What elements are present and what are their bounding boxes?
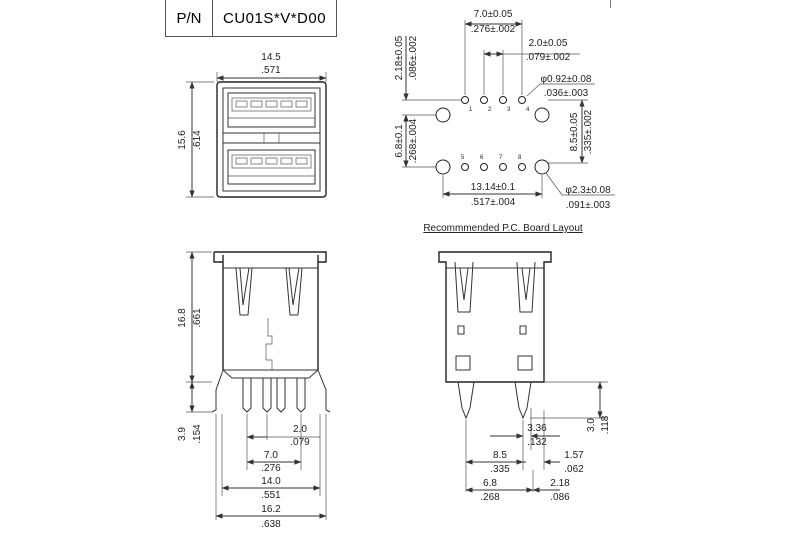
- pin-3: 3: [507, 107, 511, 113]
- right-d-in: .268: [480, 492, 500, 503]
- pcb-hole-layout: 7.0±0.05 .276±.002 2.0±0.05 .079±.002 2.…: [394, 9, 615, 211]
- right-e-mm: 2.18: [550, 478, 570, 489]
- pin-8: 8: [518, 155, 522, 161]
- pcb-left-spacing-mm: 6.8±0.1: [394, 124, 405, 158]
- right-b-mm: 8.5: [493, 450, 507, 461]
- pcb-layout-title: Recommmended P.C. Board Layout: [423, 223, 583, 234]
- side-leg-mm: 3.9: [177, 427, 188, 441]
- pcb-span-mm: 13.14±0.1: [471, 182, 516, 193]
- right-c-in: .062: [564, 464, 584, 475]
- header-tick: [610, 0, 611, 8]
- pn-value: CU01S*V*D00: [223, 9, 327, 27]
- side-d2-in: .276: [261, 463, 281, 474]
- right-b-in: .335: [490, 464, 510, 475]
- pcb-span-in: .517±.004: [471, 197, 516, 208]
- side-leg-in: .154: [192, 424, 203, 444]
- right-view: 3.0 .118 3.36 .132 8.5 .335 1.57 .062 6.…: [438, 251, 611, 503]
- front-width-mm: 14.5: [261, 52, 281, 63]
- pcb-big-hole-mm: φ2.3±0.08: [565, 185, 611, 196]
- pin-6: 6: [480, 155, 484, 161]
- side-view: 16.8 .661 3.9 .154 2.0 .079 7.0 .276 14.…: [177, 251, 331, 530]
- pcb-top-offset-mm: 2.18±0.05: [394, 35, 405, 80]
- right-h-mm: 3.0: [586, 418, 597, 432]
- pcb-row-spacing-mm: 8.5±0.05: [569, 112, 580, 151]
- pin-7: 7: [499, 155, 503, 161]
- pn-label: P/N: [166, 0, 213, 36]
- right-a-mm: 3.36: [527, 423, 547, 434]
- pcb-pitch-mm: 7.0±0.05: [474, 9, 513, 20]
- pcb-small-pitch-mm: 2.0±0.05: [529, 38, 568, 49]
- pcb-small-pitch-in: .079±.002: [526, 52, 571, 63]
- pcb-small-hole-mm: φ0.92±0.08: [541, 74, 592, 85]
- pin-5: 5: [461, 155, 465, 161]
- side-d3-in: .551: [261, 490, 281, 501]
- pcb-big-hole-in: .091±.003: [566, 200, 611, 211]
- pcb-top-offset-in: .086±.002: [408, 35, 419, 80]
- right-h-in: .118: [600, 415, 611, 434]
- front-view: 14.5 .571 15.6 .614: [177, 52, 327, 198]
- side-height-in: .661: [192, 308, 203, 328]
- pcb-left-spacing-in: .268±.004: [408, 118, 419, 163]
- pin-1: 1: [469, 107, 473, 113]
- right-c-mm: 1.57: [564, 450, 584, 461]
- pin-4: 4: [526, 107, 530, 113]
- side-d2-mm: 7.0: [264, 450, 278, 461]
- side-d1-in: .079: [290, 437, 310, 448]
- pcb-small-hole-in: .036±.003: [544, 88, 589, 99]
- pcb-pitch-in: .276±.002: [471, 24, 516, 35]
- right-d-mm: 6.8: [483, 478, 497, 489]
- side-d3-mm: 14.0: [261, 476, 281, 487]
- front-height-in: .614: [192, 130, 203, 150]
- side-d1-mm: 2.0: [293, 424, 307, 435]
- right-a-in: .132: [527, 437, 547, 448]
- front-width-in: .571: [261, 65, 281, 76]
- front-height-mm: 15.6: [177, 130, 188, 150]
- part-number-box: P/N CU01S*V*D00: [165, 0, 338, 37]
- right-e-in: .086: [550, 492, 570, 503]
- side-height-mm: 16.8: [177, 308, 188, 328]
- pcb-row-spacing-in: .335±.002: [583, 109, 594, 154]
- side-d4-in: .638: [261, 519, 281, 530]
- pin-2: 2: [488, 107, 492, 113]
- side-d4-mm: 16.2: [261, 504, 281, 515]
